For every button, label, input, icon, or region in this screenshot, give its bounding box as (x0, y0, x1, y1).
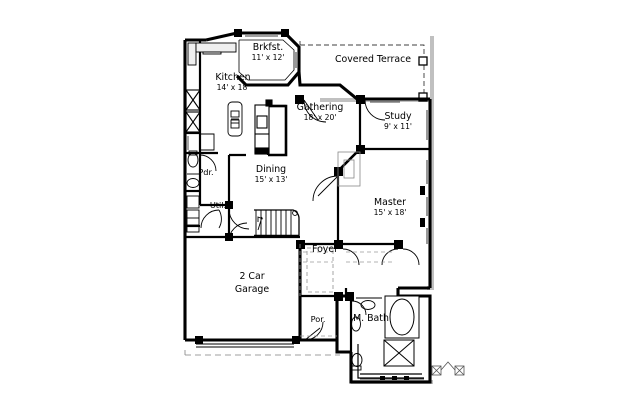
room-dim-gathering: 18' x 20' (304, 113, 337, 122)
covered-terrace-outline (299, 41, 425, 100)
room-label-study: Study (384, 111, 412, 122)
master-bath-toilet (351, 353, 363, 371)
foyer-tray-outline (299, 244, 334, 296)
room-label-master: Master (374, 197, 406, 208)
kitchen-sink-run (254, 99, 273, 155)
kitchen-island (227, 101, 243, 137)
room-label-covered-terrace: Covered Terrace (335, 54, 411, 65)
pantry-shelves (185, 136, 189, 150)
utility-washer-dryer (186, 195, 200, 233)
room-dim-kitchen: 14' x 18' (217, 83, 250, 92)
room-label-gathering: Gathering (297, 102, 344, 113)
equipment-pads (431, 361, 465, 376)
room-label-garage-line1: 2 Car (239, 271, 264, 282)
master-bath-shower (383, 339, 415, 367)
master-bath-lavatory (351, 297, 382, 332)
room-labels: Brkfst. 11' x 12' Kitchen 14' x 18' Cove… (198, 42, 412, 324)
staircase (254, 209, 300, 238)
master-bath-tub (384, 295, 420, 339)
room-dim-brkfst: 11' x 12' (252, 53, 285, 62)
master-bath-vanity (357, 344, 424, 380)
room-label-util: Util. (210, 200, 226, 210)
master-hall-dashed (303, 251, 394, 263)
gathering-builtins (337, 151, 361, 187)
room-label-porch: Por. (311, 314, 326, 324)
room-label-dining: Dining (256, 164, 286, 175)
room-label-foyer: Foyer (312, 244, 338, 255)
garage-door (196, 343, 294, 348)
powder-room-fixtures (186, 150, 200, 188)
room-label-brkfst: Brkfst. (253, 42, 284, 53)
room-label-garage-line2: Garage (235, 284, 270, 295)
closet-shelving (185, 89, 201, 133)
door-swings (199, 99, 420, 341)
fireplace (199, 133, 215, 151)
room-dim-study: 9' x 11' (384, 122, 412, 131)
kitchen-counters (187, 42, 237, 66)
room-dim-dining: 15' x 13' (255, 175, 288, 184)
driveway-dashed (184, 350, 340, 356)
terrace-columns (418, 56, 428, 102)
room-label-kitchen: Kitchen (215, 72, 250, 83)
room-label-pdr: Pdr. (198, 167, 213, 177)
room-label-mbath: M. Bath (353, 313, 389, 324)
room-dim-master: 15' x 18' (374, 208, 407, 217)
breakfast-nook-inner (238, 39, 295, 81)
